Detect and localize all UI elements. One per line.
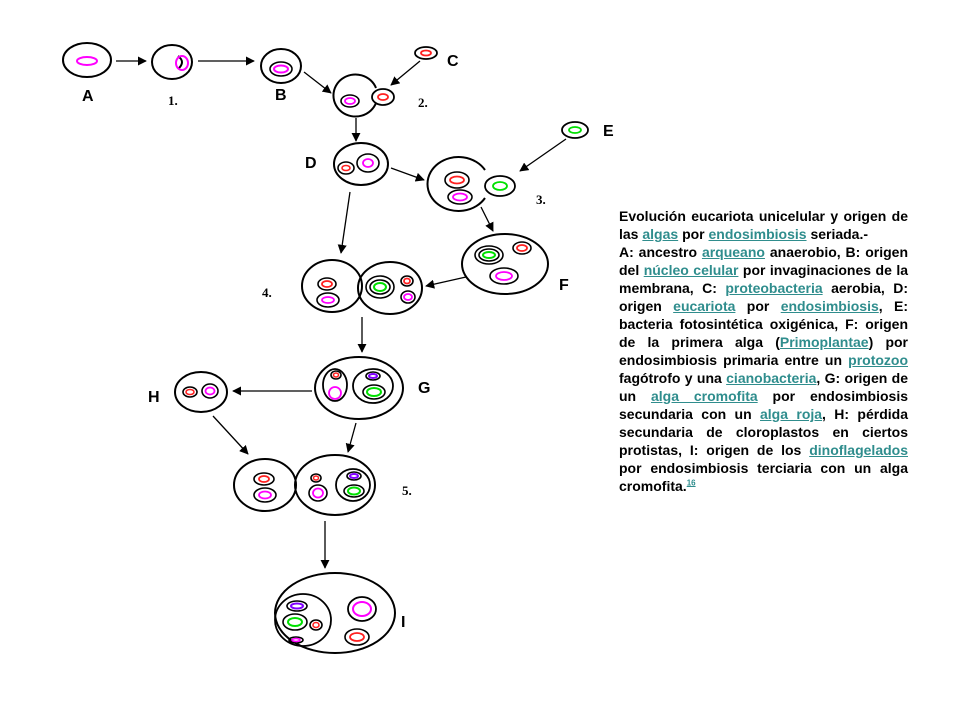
- caption-title: Evolución eucariota unicelular y origen …: [619, 208, 908, 242]
- cell-g-chromophyte: [314, 356, 404, 420]
- cell-step5-right: [294, 454, 376, 516]
- link-cianobacteria[interactable]: cianobacteria: [726, 370, 817, 386]
- arrow-f-4: [425, 276, 467, 289]
- arrow-3-f: [480, 206, 494, 232]
- cell-step1: [151, 44, 193, 80]
- cell-step3: [426, 156, 516, 212]
- link-alga-cromofita[interactable]: alga cromofita: [650, 388, 758, 404]
- step-label-4: 4.: [262, 285, 272, 300]
- cell-e-cyanobacterium: [561, 121, 589, 139]
- cell-f-primary-alga: [461, 233, 549, 295]
- caption-body: A: ancestro arqueano anaerobio, B: orige…: [619, 244, 909, 494]
- label-b: B: [275, 87, 287, 104]
- step-label-2: 2.: [418, 95, 428, 110]
- cell-i-dinoflagellate: [274, 572, 396, 654]
- link-algas[interactable]: algas: [642, 226, 679, 242]
- cell-step4-left: [301, 259, 363, 313]
- arrow-c-2: [390, 60, 421, 86]
- label-i: I: [401, 614, 405, 631]
- link-nucleo-celular[interactable]: núcleo celular: [643, 262, 739, 278]
- cell-h: [174, 371, 228, 413]
- reference-link[interactable]: 16: [686, 478, 696, 488]
- arrow-e-3: [519, 138, 567, 172]
- arrow-h-5: [212, 415, 249, 455]
- step-label-3: 3.: [536, 192, 546, 207]
- figure-caption: Evolución eucariota unicelular y origen …: [619, 207, 908, 495]
- arrow-b-2: [303, 71, 332, 94]
- link-eucariota[interactable]: eucariota: [673, 298, 736, 314]
- link-primoplantae[interactable]: Primoplantae: [779, 334, 869, 350]
- link-endosimbiosis-title[interactable]: endosimbiosis: [708, 226, 807, 242]
- link-arqueano[interactable]: arqueano: [701, 244, 765, 260]
- cell-step2: [332, 73, 395, 118]
- cell-c-proteobacterium: [414, 46, 438, 60]
- link-endosimbiosis[interactable]: endosimbiosis: [780, 298, 879, 314]
- cell-step4-right: [357, 261, 423, 315]
- link-proteobacteria[interactable]: proteobacteria: [725, 280, 823, 296]
- label-d: D: [305, 155, 317, 172]
- arrow-d-3: [390, 167, 425, 182]
- cell-b: [260, 48, 302, 84]
- link-dinoflagelados[interactable]: dinoflagelados: [809, 442, 908, 458]
- label-f: F: [559, 277, 569, 294]
- cell-step5-left: [233, 458, 297, 512]
- arrow-d-4: [337, 191, 351, 254]
- arrow-g-5: [345, 422, 357, 453]
- cell-d: [333, 142, 389, 186]
- step-label-5: 5.: [402, 483, 412, 498]
- label-g: G: [418, 380, 430, 397]
- label-c: C: [447, 53, 459, 70]
- link-alga-roja[interactable]: alga roja: [760, 406, 823, 422]
- link-protozoo[interactable]: protozoo: [848, 352, 909, 368]
- step-label-1: 1.: [168, 93, 178, 108]
- label-h: H: [148, 389, 160, 406]
- label-a: A: [82, 88, 94, 105]
- label-e: E: [603, 123, 614, 140]
- cell-a: [62, 42, 112, 78]
